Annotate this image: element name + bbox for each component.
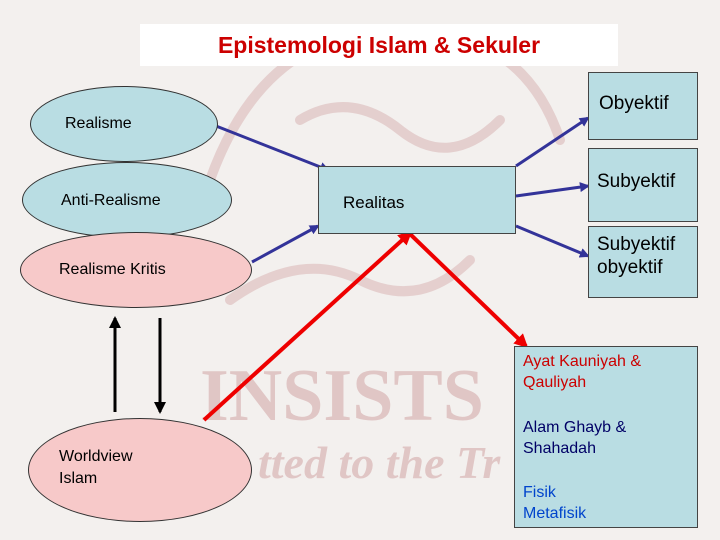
node-subob-line1: Subyektif bbox=[597, 234, 676, 255]
node-worldview-line2: Islam bbox=[59, 470, 98, 487]
arrow-realisme-to-realitas bbox=[215, 124, 330, 172]
node-worldview-islam: Worldview Islam bbox=[28, 418, 252, 522]
watermark-calligraphy-arc bbox=[295, 102, 505, 153]
source-ayat-line2: Qauliyah bbox=[523, 374, 587, 391]
node-realisme-label: Realisme bbox=[65, 115, 132, 132]
node-anti-realisme-label: Anti-Realisme bbox=[61, 192, 161, 209]
arrow-realitas-to-obyektif bbox=[515, 116, 590, 168]
node-obyektif: Obyektif bbox=[588, 72, 698, 140]
arrow-worldview-to-realitas bbox=[202, 230, 413, 422]
arrow-realitas-to-subyektif bbox=[515, 182, 590, 198]
node-realitas-label: Realitas bbox=[343, 193, 405, 212]
node-subyektif-obyektif: Subyektif obyektif bbox=[588, 226, 698, 298]
arrow-realitas-to-sources bbox=[408, 232, 529, 349]
node-worldview-line1: Worldview bbox=[59, 448, 133, 465]
node-anti-realisme: Anti-Realisme bbox=[22, 162, 232, 238]
node-subyektif-label: Subyektif bbox=[597, 171, 676, 192]
node-subyektif: Subyektif bbox=[588, 148, 698, 222]
node-realisme: Realisme bbox=[30, 86, 218, 162]
node-worldview-label: Worldview Islam bbox=[59, 446, 133, 490]
source-alam: Alam Ghayb & Shahadah bbox=[523, 417, 693, 459]
arrow-kritis-to-realitas bbox=[251, 224, 320, 264]
node-obyektif-label: Obyektif bbox=[599, 93, 669, 114]
source-fisik-line1: Fisik bbox=[523, 484, 556, 501]
page-title: Epistemologi Islam & Sekuler bbox=[140, 24, 618, 66]
source-fisik-line2: Metafisik bbox=[523, 505, 587, 522]
node-realitas: Realitas bbox=[318, 166, 516, 234]
source-ayat-line1: Ayat Kauniyah & bbox=[523, 353, 642, 370]
source-alam-line1: Alam Ghayb & bbox=[523, 419, 627, 436]
source-alam-line2: Shahadah bbox=[523, 440, 596, 457]
watermark-subtext: tted to the Tr bbox=[258, 437, 501, 488]
node-subyektif-obyektif-label: Subyektif obyektif bbox=[597, 233, 675, 279]
node-realisme-kritis-label: Realisme Kritis bbox=[59, 261, 166, 278]
source-ayat: Ayat Kauniyah & Qauliyah bbox=[523, 351, 693, 393]
arrow-realitas-to-subyektif-obyektif bbox=[515, 224, 590, 258]
watermark-text: INSISTS bbox=[200, 355, 484, 437]
node-knowledge-sources: Ayat Kauniyah & Qauliyah Alam Ghayb & Sh… bbox=[514, 346, 698, 528]
node-realisme-kritis: Realisme Kritis bbox=[20, 232, 252, 308]
source-fisik: Fisik Metafisik bbox=[523, 482, 693, 524]
node-subob-line2: obyektif bbox=[597, 257, 663, 278]
